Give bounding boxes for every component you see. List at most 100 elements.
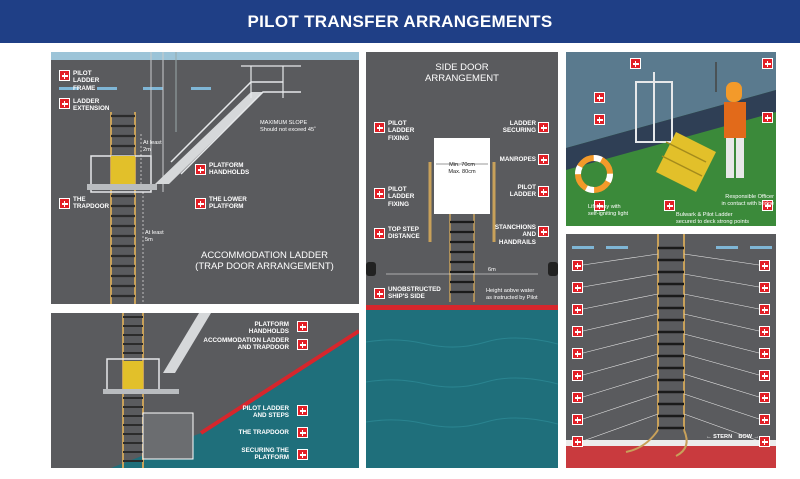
ladder-and-steps-label: PILOT LADDER AND STEPS [242,405,289,420]
trapdoor-label: THE TRAPDOOR [73,196,110,211]
marker-plus-icon[interactable] [762,200,773,211]
ladder-securing-label: LADDER SECURING [502,120,536,135]
marker-plus-icon[interactable] [538,226,549,237]
marker-plus-icon[interactable] [759,436,770,447]
leader-line [582,413,659,442]
marker-plus-icon[interactable] [759,348,770,359]
securing-platform-label: SECURING THE PLATFORM [241,447,289,462]
marker-plus-icon[interactable] [59,98,70,109]
pilot-ladder-frame-label: PILOT LADDER FRAME [73,70,100,92]
panel-ladder: ← STERN BOW → [566,234,776,468]
marker-plus-icon[interactable] [374,122,385,133]
marker-plus-icon[interactable] [572,370,583,381]
lower-platform-label: THE LOWER PLATFORM [209,196,247,211]
marker-plus-icon[interactable] [538,154,549,165]
leader-line [683,373,760,398]
marker-plus-icon[interactable] [572,326,583,337]
marker-plus-icon[interactable] [297,449,308,460]
leader-line [683,313,760,332]
marker-plus-icon[interactable] [759,260,770,271]
marker-plus-icon[interactable] [374,228,385,239]
marker-plus-icon[interactable] [759,392,770,403]
unobstructed-side-label: UNOBSTRUCTED SHIP'S SIDE [388,286,441,301]
marker-plus-icon[interactable] [374,188,385,199]
at-least-5m-note: At least 5m [145,230,164,243]
min-max-note: Min. 70cm Max. 80cm [448,162,476,175]
trapdoor-caption: ACCOMMODATION LADDER (TRAP DOOR ARRANGEM… [195,250,334,272]
marker-plus-icon[interactable] [759,282,770,293]
leader-line [683,393,760,420]
top-step-distance-label: TOP STEP DISTANCE [388,226,420,241]
panel-side-door: SIDE DOOR ARRANGEMENT PILOT LADDER FIXIN… [366,52,558,468]
pilot-ladder-label: PILOT LADDER [509,184,536,199]
leader-line [582,273,659,288]
lifebuoy-note: Lifebuoy with self-igniting light [588,204,629,217]
marker-plus-icon[interactable] [195,198,206,209]
height-note: Height aobve water as instructed by Pilo… [486,288,538,301]
leader-line [683,273,760,288]
side-door-title: SIDE DOOR ARRANGEMENT [425,62,499,84]
marker-plus-icon[interactable] [630,58,641,69]
marker-plus-icon[interactable] [759,326,770,337]
platform-handholds-label: PLATFORM HANDHOLDS [248,321,289,336]
marker-plus-icon[interactable] [762,58,773,69]
pilot-ladder-fixing-label: PILOT LADDER FIXING [388,186,415,208]
marker-plus-icon[interactable] [297,427,308,438]
marker-plus-icon[interactable] [572,282,583,293]
marker-plus-icon[interactable] [572,260,583,271]
marker-plus-icon[interactable] [759,304,770,315]
panel-trapdoor: PILOT LADDER FRAME LADDER EXTENSION THE … [51,52,359,304]
header-bar: PILOT TRANSFER ARRANGEMENTS [0,0,800,43]
marker-plus-icon[interactable] [594,114,605,125]
marker-plus-icon[interactable] [572,436,583,447]
stern-bow-note: ← STERN BOW → [706,434,760,440]
six-m-note: 6m [488,267,496,273]
marker-plus-icon[interactable] [297,405,308,416]
bulwark-note: Bulwark & Pilot Ladder secured to deck s… [676,212,750,225]
marker-plus-icon[interactable] [572,304,583,315]
marker-plus-icon[interactable] [594,92,605,103]
leader-line [582,293,659,310]
leader-line [582,373,659,398]
side-door-drawing [366,138,558,468]
marker-plus-icon[interactable] [538,186,549,197]
bulwark-drawing [566,52,776,193]
marker-plus-icon[interactable] [195,164,206,175]
marker-plus-icon[interactable] [297,321,308,332]
page-title: PILOT TRANSFER ARRANGEMENTS [247,11,553,31]
marker-plus-icon[interactable] [759,414,770,425]
marker-plus-icon[interactable] [374,288,385,299]
leader-line [582,333,659,354]
leader-line [582,393,659,420]
marker-plus-icon[interactable] [594,200,605,211]
marker-plus-icon[interactable] [59,198,70,209]
marker-plus-icon[interactable] [538,122,549,133]
leader-line [683,353,760,376]
officer-note: Responsible Officer in contact with brid… [721,194,774,207]
marker-plus-icon[interactable] [572,414,583,425]
panel-bulwark: Lifebuoy with self-igniting light Respon… [566,52,776,226]
accommodation-trapdoor-label: ACCOMMODATION LADDER AND TRAPDOOR [203,337,289,352]
leader-line [582,313,659,332]
trapdoor-label: THE TRAPDOOR [238,429,289,436]
at-least-2m-note: At least 2m [143,140,162,153]
marker-plus-icon[interactable] [762,112,773,123]
platform-handholds-label: PLATFORM HANDHOLDS [209,162,250,177]
trapdoor-drawing [51,52,359,304]
leader-line [683,333,760,354]
ladder-drawing [566,234,776,468]
marker-plus-icon[interactable] [664,200,675,211]
manropes-label: MANROPES [499,156,536,163]
marker-plus-icon[interactable] [572,392,583,403]
max-slope-note: MAXIMUM SLOPE Should not exceed 45˚ [260,120,316,133]
leader-line [683,413,760,442]
pilot-ladder-fixing-label: PILOT LADDER FIXING [388,120,415,142]
marker-plus-icon[interactable] [759,370,770,381]
ladder-extension-label: LADDER EXTENSION [73,98,110,113]
marker-plus-icon[interactable] [59,70,70,81]
leader-line [683,253,760,266]
stanchions-label: STANCHIONS AND HANDRAILS [494,224,536,246]
marker-plus-icon[interactable] [572,348,583,359]
marker-plus-icon[interactable] [297,339,308,350]
leader-line [683,293,760,310]
